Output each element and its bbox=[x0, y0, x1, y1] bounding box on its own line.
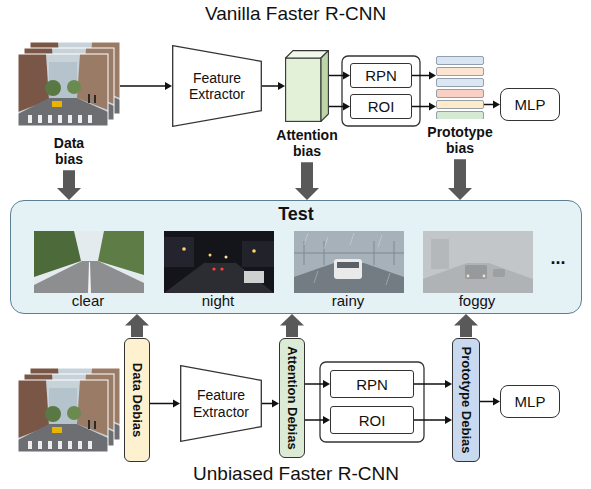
test-condition-images bbox=[34, 231, 544, 293]
condition-label: night bbox=[188, 292, 248, 309]
flow-arrow bbox=[120, 82, 172, 90]
data-debias-box: Data Debias bbox=[124, 338, 150, 462]
feature-map-cube bbox=[285, 50, 329, 122]
rpn-box: RPN bbox=[330, 370, 414, 398]
caption: Attention bias bbox=[267, 127, 347, 159]
bias-flow-arrow bbox=[454, 314, 478, 337]
bias-flow-arrow bbox=[448, 159, 472, 200]
flow-arrow bbox=[414, 380, 452, 388]
attention-block: Attention bias bbox=[285, 50, 329, 122]
data-bias-images: Data bias bbox=[18, 42, 120, 130]
flow-arrow bbox=[480, 398, 500, 406]
flow-arrow bbox=[150, 400, 180, 408]
caption: Prototype bias bbox=[418, 124, 502, 156]
bias-flow-arrow bbox=[57, 170, 81, 200]
mlp-box: MLP bbox=[500, 385, 560, 418]
training-image-stack bbox=[18, 42, 120, 130]
flow-arrow bbox=[412, 103, 436, 111]
box-label: ROI bbox=[359, 412, 386, 429]
condition-label: clear bbox=[58, 292, 118, 309]
roi-box: ROI bbox=[350, 94, 412, 119]
box-label: RPN bbox=[356, 376, 388, 393]
training-image-stack bbox=[18, 368, 120, 452]
prototype-bars: Prototype bias bbox=[436, 56, 484, 119]
vertical-label: Attention Debias bbox=[285, 346, 300, 449]
condition-label: foggy bbox=[447, 292, 507, 309]
box-label: ROI bbox=[368, 98, 395, 115]
flow-arrow bbox=[412, 72, 436, 80]
vertical-label: Data Debias bbox=[130, 363, 145, 437]
flow-arrow bbox=[262, 82, 285, 90]
flow-arrow bbox=[262, 400, 279, 408]
flow-arrow bbox=[305, 380, 330, 388]
flow-arrow bbox=[305, 416, 330, 424]
panel-title: Test bbox=[11, 204, 581, 225]
rpn-box: RPN bbox=[350, 63, 412, 88]
bias-flow-arrow bbox=[280, 314, 304, 337]
flow-arrow bbox=[484, 101, 500, 109]
flow-arrow bbox=[414, 416, 452, 424]
feature-extractor: Feature Extractor bbox=[180, 365, 262, 442]
flow-arrow bbox=[329, 72, 350, 80]
bottom-title: Unbiased Faster R-CNN bbox=[146, 463, 446, 485]
bias-flow-arrow bbox=[295, 162, 319, 200]
box-label: Feature Extractor bbox=[186, 387, 256, 419]
attention-debias-box: Attention Debias bbox=[279, 338, 305, 458]
box-label: Feature Extractor bbox=[181, 70, 253, 102]
prototype-debias-box: Prototype Debias bbox=[452, 338, 480, 462]
flow-arrow bbox=[329, 103, 350, 111]
condition-label: rainy bbox=[318, 292, 378, 309]
ellipsis: ... bbox=[541, 248, 575, 269]
feature-extractor: Feature Extractor bbox=[172, 45, 262, 127]
caption: Data bias bbox=[44, 135, 94, 167]
vertical-label: Prototype Debias bbox=[459, 347, 474, 454]
box-label: MLP bbox=[515, 96, 546, 113]
box-label: MLP bbox=[515, 393, 546, 410]
bias-flow-arrow bbox=[125, 314, 149, 337]
top-title: Vanilla Faster R-CNN bbox=[0, 3, 591, 25]
detector-head-frame bbox=[320, 362, 424, 442]
box-label: RPN bbox=[365, 67, 397, 84]
detector-head-frame bbox=[342, 56, 420, 126]
roi-box: ROI bbox=[330, 406, 414, 434]
prototype-bars bbox=[436, 56, 484, 119]
mlp-box: MLP bbox=[500, 88, 560, 121]
